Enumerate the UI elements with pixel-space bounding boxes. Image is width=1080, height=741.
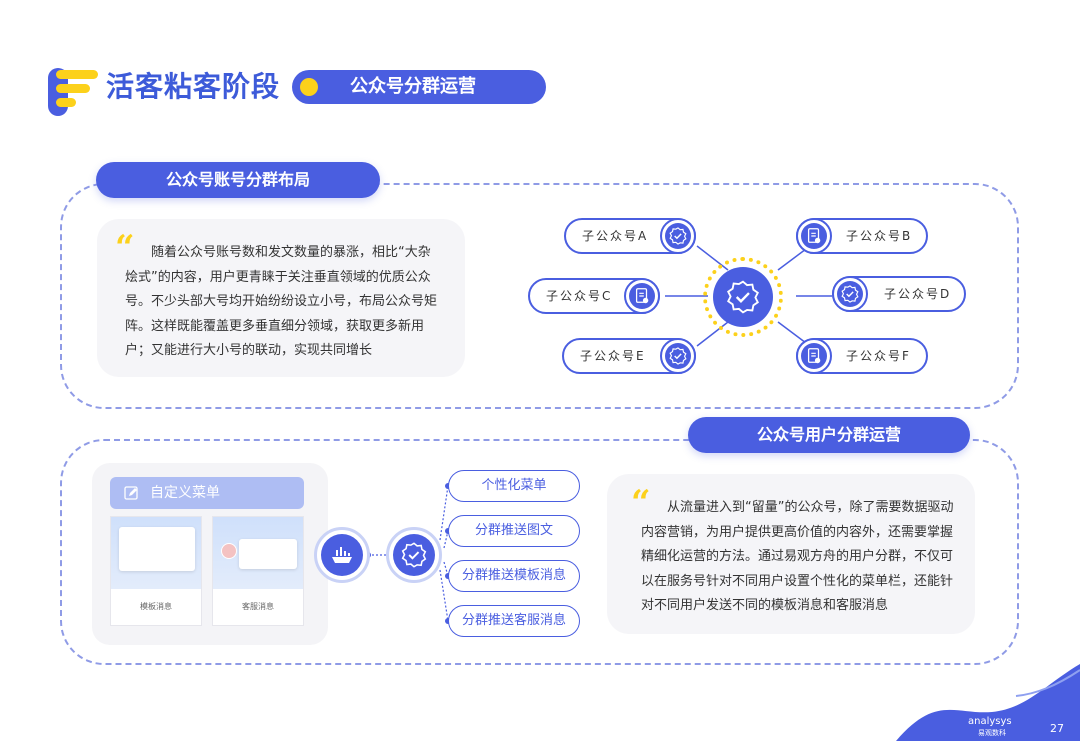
section2-title: 公众号用户分群运营 (688, 417, 970, 453)
sub-account-b: 子公众号B (796, 218, 928, 254)
verified-badge-icon (660, 338, 696, 374)
edit-icon (124, 486, 138, 500)
brand-name: analysys (968, 716, 1012, 727)
section1-quote-card: “ 随着公众号账号数和发文数量的暴涨，相比“大杂烩式”的内容，用户更青睐于关注垂… (97, 219, 465, 377)
sub-account-label: 子公众号A (582, 229, 649, 243)
section1-title: 公众号账号分群布局 (96, 162, 380, 198)
sub-account-a: 子公众号A (564, 218, 696, 254)
brand-logo-icon (48, 68, 98, 116)
sub-account-label: 子公众号C (546, 289, 613, 303)
avatar (221, 543, 237, 559)
feature-pill: 分群推送图文 (448, 515, 580, 547)
section2-frame (60, 439, 1019, 665)
boat-chart-icon (332, 547, 352, 563)
template-message-thumb: 模板消息 (110, 516, 202, 626)
thumb-caption: 模板消息 (140, 602, 172, 611)
quote-mark-icon: “ (115, 228, 135, 268)
sub-account-label: 子公众号D (884, 287, 952, 301)
document-icon (796, 338, 832, 374)
thumb-caption: 客服消息 (242, 602, 274, 611)
custom-menu-preview: 自定义菜单 模板消息 客服消息 (92, 463, 328, 645)
sub-account-c: 子公众号C (528, 278, 660, 314)
feature-pill: 分群推送客服消息 (448, 605, 580, 637)
verified-badge-icon (660, 218, 696, 254)
sub-account-f: 子公众号F (796, 338, 928, 374)
verified-orb (386, 527, 442, 583)
analysys-orb (314, 527, 370, 583)
custom-menu-title: 自定义菜单 (150, 485, 220, 501)
topic-label: 公众号分群运营 (350, 76, 476, 97)
section2-quote-card: “ 从流量进入到“留量”的公众号，除了需要数据驱动内容营销，为用户提供更高价值的… (607, 474, 975, 634)
footer-wave-shape (896, 664, 1080, 741)
sub-account-label: 子公众号E (580, 349, 646, 363)
section1-frame (60, 183, 1019, 409)
sub-account-label: 子公众号B (846, 229, 913, 243)
document-icon (796, 218, 832, 254)
section2-quote-text: 从流量进入到“留量”的公众号，除了需要数据驱动内容营销，为用户提供更高价值的内容… (641, 500, 954, 613)
custom-menu-header: 自定义菜单 (110, 477, 304, 509)
feature-pill: 分群推送模板消息 (448, 560, 580, 592)
sub-account-label: 子公众号F (846, 349, 911, 363)
main-account-hub (703, 257, 783, 337)
sub-account-e: 子公众号E (562, 338, 696, 374)
page-number: 27 (1050, 722, 1064, 735)
quote-mark-icon: “ (631, 483, 651, 523)
yellow-dot-icon (300, 78, 318, 96)
verified-badge-icon (832, 276, 868, 312)
feature-pill: 个性化菜单 (448, 470, 580, 502)
document-icon (624, 278, 660, 314)
brand-name-cn: 易观数科 (978, 729, 1006, 737)
section1-quote-text: 随着公众号账号数和发文数量的暴涨，相比“大杂烩式”的内容，用户更青睐于关注垂直领… (125, 245, 438, 358)
sub-account-d: 子公众号D (832, 276, 966, 312)
verified-badge-icon (401, 542, 427, 568)
verified-badge-icon (727, 280, 759, 314)
customer-service-thumb: 客服消息 (212, 516, 304, 626)
stage-title: 活客粘客阶段 (106, 70, 281, 103)
topic-pill: 公众号分群运营 (292, 70, 546, 104)
